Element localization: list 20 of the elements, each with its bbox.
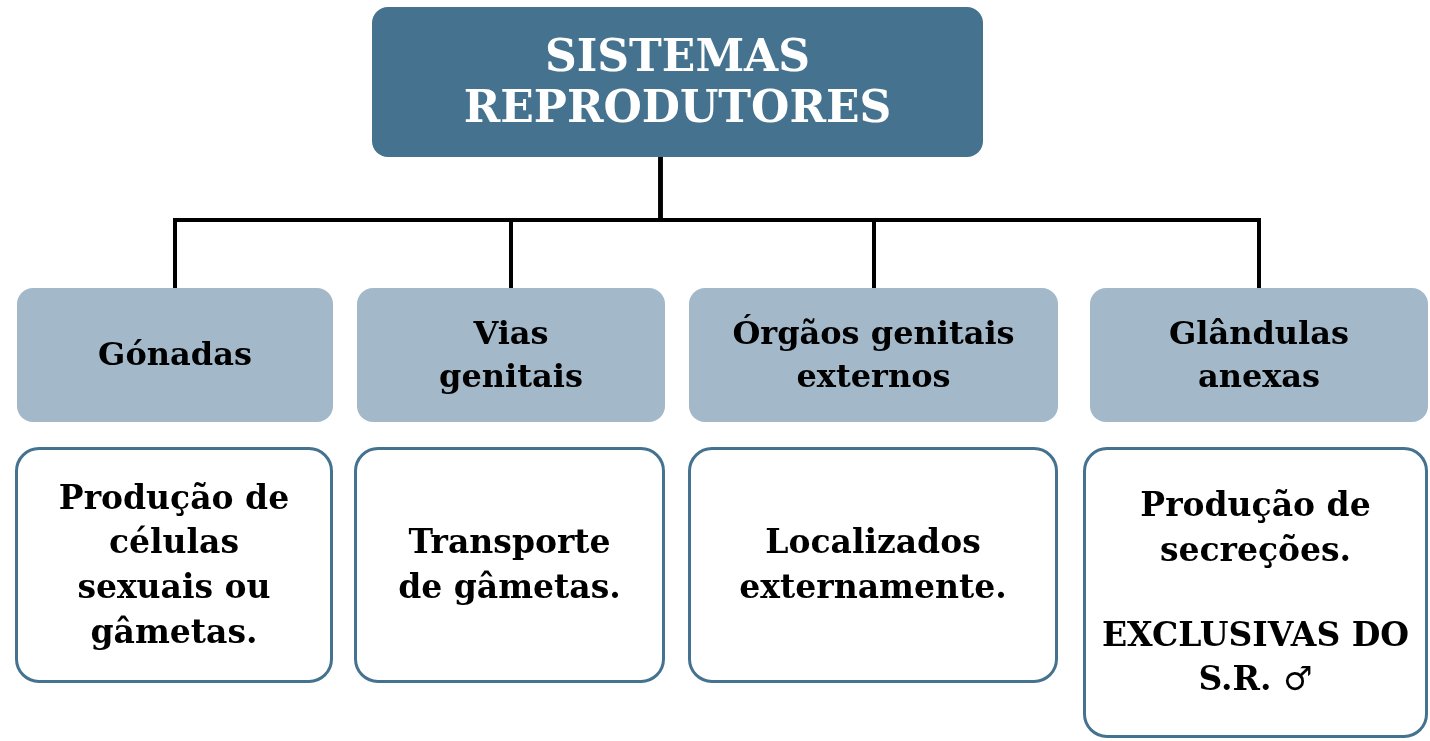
connector-line [658,157,1261,288]
description-text: Transporte de gâmetas. [397,521,622,608]
description-box [15,447,333,683]
category-box [17,288,333,422]
description-text: Produção de secreções. [1139,484,1372,571]
description-text: Localizados externamente. [738,521,1008,608]
description-box [354,447,665,683]
description-box [1083,447,1428,738]
description-box [688,447,1058,683]
category-label: Gónadas [98,334,252,376]
description-text: EXCLUSIVAS DO S.R. ♂ [1100,613,1411,701]
title-box [372,7,983,157]
category-box [689,288,1058,422]
title-text: SISTEMAS REPRODUTORES [462,31,893,133]
category-box [1090,288,1428,422]
description-text: Produção de células sexuais ou gâmetas. [57,476,291,653]
category-label: Órgãos genitais externos [731,312,1016,397]
category-label: Glândulas anexas [1168,312,1350,397]
category-label: Vias genitais [438,312,584,397]
category-box [357,288,665,422]
